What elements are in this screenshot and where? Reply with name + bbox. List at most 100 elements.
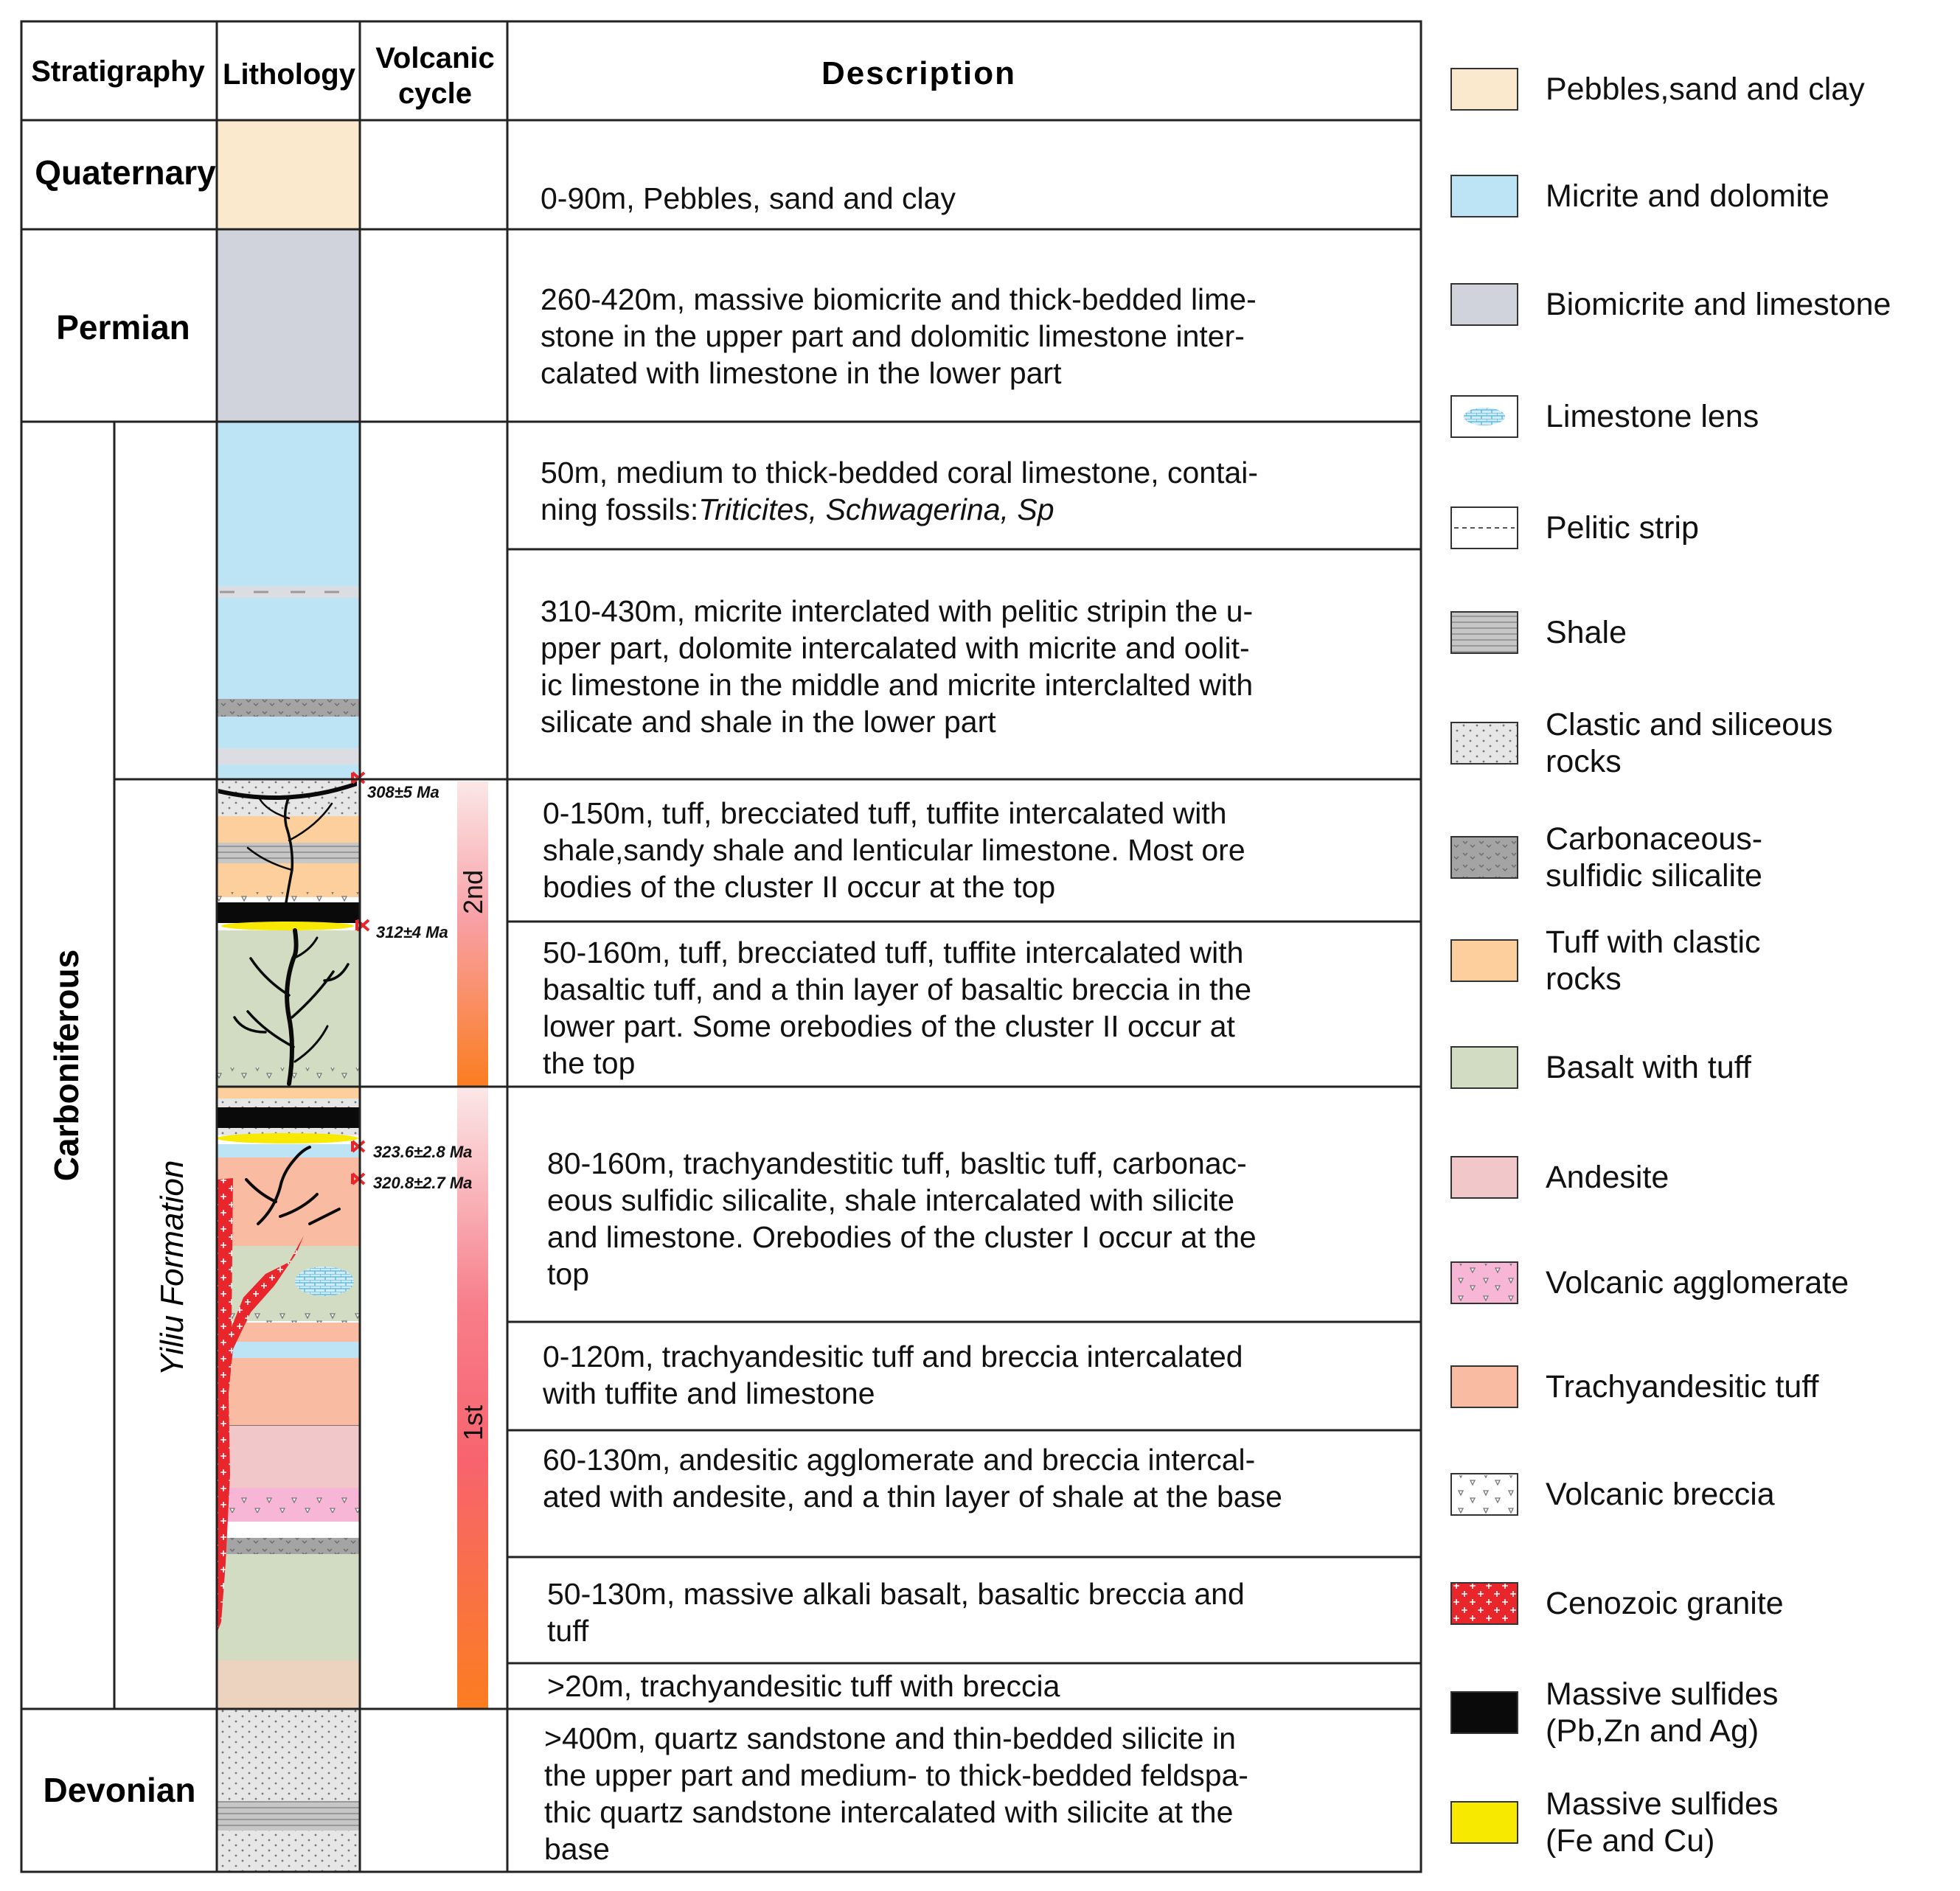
description-8: 0-120m, trachyandesitic tuff and breccia… <box>542 1340 1243 1410</box>
legend-label: Volcanic agglomerate <box>1546 1265 1849 1300</box>
pelitic-swatch <box>1450 506 1518 549</box>
description-12: >400m, quartz sandstone and thin-bedded … <box>544 1721 1248 1866</box>
description-line: ic limestone in the middle and micrite i… <box>541 668 1253 702</box>
legend-label: Carbonaceous-sulfidic silicalite <box>1546 821 1762 894</box>
description-line: the upper part and medium- to thick-bedd… <box>544 1758 1248 1792</box>
age-label-3: 323.6±2.8 Ma <box>373 1143 472 1161</box>
description-10: 50-130m, massive alkali basalt, basaltic… <box>547 1577 1245 1648</box>
legend-label: Andesite <box>1546 1160 1669 1195</box>
legend-item-sulfide-pb: Massive sulfides(Pb,Zn and Ag) <box>1450 1676 1778 1749</box>
description-line: basaltic tuff, and a thin layer of basal… <box>543 972 1251 1006</box>
legend-item-basalt: Basalt with tuff <box>1450 1046 1752 1089</box>
legend-label-line: Tuff with clastic <box>1546 924 1761 960</box>
description-line: 80-160m, trachyandestitic tuff, basltic … <box>547 1146 1247 1180</box>
legend-label: Micrite and dolomite <box>1546 178 1829 214</box>
age-markers <box>351 771 370 1185</box>
legend-label: Shale <box>1546 615 1627 650</box>
shale-swatch <box>1450 611 1518 654</box>
description-line: calated with limestone in the lower part <box>541 356 1062 390</box>
description-line: 0-120m, trachyandesitic tuff and breccia… <box>543 1340 1243 1373</box>
description-2: 260-420m, massive biomicrite and thick-b… <box>541 282 1257 390</box>
legend-item-pebbles: Pebbles,sand and clay <box>1450 68 1865 111</box>
basalt-swatch <box>1450 1046 1518 1089</box>
description-line: eous sulfidic silicalite, shale intercal… <box>547 1183 1234 1217</box>
description-line: base <box>544 1832 610 1866</box>
legend-label-line: Volcanic agglomerate <box>1546 1265 1849 1300</box>
legend-item-micrite: Micrite and dolomite <box>1450 175 1829 217</box>
description-line: the top <box>543 1046 635 1080</box>
description-line: shale,sandy shale and lenticular limesto… <box>543 833 1245 867</box>
pebbles-swatch <box>1450 68 1518 111</box>
legend-item-andesite: Andesite <box>1450 1156 1669 1199</box>
legend-label-line: Micrite and dolomite <box>1546 178 1829 214</box>
clastic-swatch <box>1450 722 1518 765</box>
description-line: top <box>547 1257 589 1291</box>
cycle-2nd-label: 2nd <box>458 870 488 914</box>
header-description: Description <box>821 55 1016 91</box>
legend-label-line: (Pb,Zn and Ag) <box>1546 1713 1759 1749</box>
legend-label: Cenozoic granite <box>1546 1586 1784 1621</box>
legend-label: Volcanic breccia <box>1546 1477 1775 1512</box>
legend-label-line: rocks <box>1546 961 1622 997</box>
legend-label-line: Carbonaceous- <box>1546 821 1762 857</box>
header-volcanic: Volcanic <box>375 42 495 74</box>
description-line: 0-150m, tuff, brecciated tuff, tuffite i… <box>543 796 1227 830</box>
description-line: thic quartz sandstone intercalated with … <box>544 1795 1233 1829</box>
legend-label-line: Basalt with tuff <box>1546 1050 1752 1085</box>
description-6: 50-160m, tuff, brecciated tuff, tuffite … <box>543 936 1251 1080</box>
legend-label-line: Trachyandesitic tuff <box>1546 1369 1820 1404</box>
legend-item-trachy: Trachyandesitic tuff <box>1450 1365 1820 1408</box>
header-stratigraphy: Stratigraphy <box>31 55 205 88</box>
description-11: >20m, trachyandesitic tuff with breccia <box>547 1669 1060 1703</box>
legend-item-shale: Shale <box>1450 611 1627 654</box>
legend-label: Biomicrite and limestone <box>1546 287 1891 322</box>
description-5: 0-150m, tuff, brecciated tuff, tuffite i… <box>543 796 1245 904</box>
description-line: 60-130m, andesitic agglomerate and brecc… <box>543 1443 1255 1477</box>
period-permian: Permian <box>56 308 190 346</box>
legend-label: Massive sulfides(Fe and Cu) <box>1546 1786 1778 1859</box>
legend-label-line: Biomicrite and limestone <box>1546 287 1891 322</box>
description-line: silicate and shale in the lower part <box>541 705 996 739</box>
legend-label: Pelitic strip <box>1546 510 1699 546</box>
age-label-1: 308±5 Ma <box>367 783 439 801</box>
description-3: 50m, medium to thick-bedded coral limest… <box>541 456 1258 526</box>
legend-label: Basalt with tuff <box>1546 1050 1752 1085</box>
description-line: with tuffite and limestone <box>542 1376 875 1410</box>
cycle-1st-label: 1st <box>458 1405 488 1441</box>
description-line: 50-130m, massive alkali basalt, basaltic… <box>547 1577 1245 1611</box>
table-grid <box>20 20 1422 1873</box>
tuff-swatch <box>1450 939 1518 982</box>
micrite-swatch <box>1450 175 1518 217</box>
formation-label: Yiliu Formation <box>154 1160 190 1376</box>
age-label-2: 312±4 Ma <box>376 923 448 941</box>
description-7: 80-160m, trachyandestitic tuff, basltic … <box>547 1146 1257 1291</box>
legend-label-line: Limestone lens <box>1546 399 1759 434</box>
legend-label-line: Volcanic breccia <box>1546 1477 1775 1512</box>
description-line: 310-430m, micrite interclated with pelit… <box>541 594 1253 628</box>
carbonaceous-swatch <box>1450 836 1518 879</box>
age-label-4: 320.8±2.7 Ma <box>373 1174 472 1192</box>
description-line: lower part. Some orebodies of the cluste… <box>543 1009 1236 1043</box>
legend-label-line: Massive sulfides <box>1546 1676 1778 1712</box>
description-line: ning fossils: <box>541 492 698 526</box>
legend-label: Massive sulfides(Pb,Zn and Ag) <box>1546 1676 1778 1749</box>
legend-item-agglomerate: Volcanic agglomerate <box>1450 1261 1849 1304</box>
legend-label-line: sulfidic silicalite <box>1546 858 1762 894</box>
header-cycle: cycle <box>398 77 472 110</box>
description-line: >400m, quartz sandstone and thin-bedded … <box>544 1721 1236 1755</box>
description-line: pper part, dolomite intercalated with mi… <box>541 631 1250 665</box>
sulfide-fe-swatch <box>1450 1801 1518 1844</box>
description-line: bodies of the cluster II occur at the to… <box>543 870 1055 904</box>
legend-label-line: Andesite <box>1546 1160 1669 1195</box>
legend-label-line: Pebbles,sand and clay <box>1546 72 1865 107</box>
legend-label-line: Pelitic strip <box>1546 510 1699 546</box>
description-9: 60-130m, andesitic agglomerate and brecc… <box>543 1443 1282 1514</box>
description-line: and limestone. Orebodies of the cluster … <box>547 1220 1257 1254</box>
legend-label-line: (Fe and Cu) <box>1546 1823 1714 1859</box>
